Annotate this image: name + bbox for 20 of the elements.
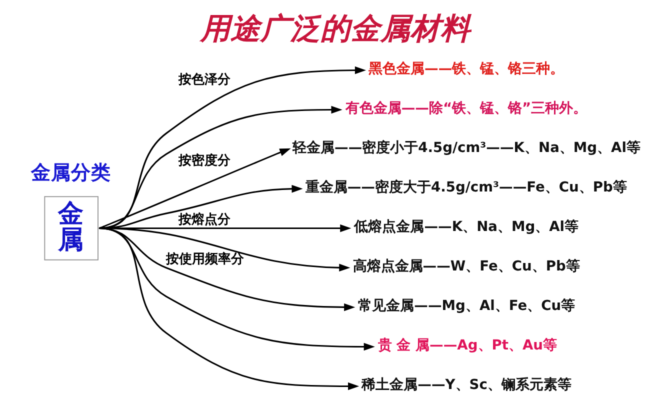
node-text: 常见金属——Mg、Al、Fe、Cu等 [358, 298, 575, 314]
node-text: 低熔点金属——K、Na、Mg、Al等 [354, 218, 578, 235]
arrow [98, 106, 342, 230]
node-text: 轻金属——密度小于4.5g/cm³——K、Na、Mg、Al等 [292, 140, 640, 156]
edge-label: 按密度分 [178, 153, 230, 168]
edge-label: 按色泽分 [178, 72, 230, 88]
node-text: 有色金属——除“铁、锰、铬”三种外。 [344, 100, 587, 116]
node-text: 稀土金属——Y、Sc、镧系元素等 [361, 376, 571, 393]
node-text: 黑色金属——铁、锰、铬三种。 [368, 60, 564, 77]
node-text: 重金属——密度大于4.5g/cm³——Fe、Cu、Pb等 [304, 179, 626, 196]
node-text: 高熔点金属——W、Fe、Cu、Pb等 [352, 258, 580, 274]
arrow [98, 227, 359, 390]
label: 金属分类 [30, 160, 110, 184]
node-text: 贵 金 属——Ag、Pt、Au等 [377, 337, 557, 354]
arrow [98, 66, 366, 230]
edge-label: 按使用频率分 [166, 252, 244, 268]
arrow [98, 148, 290, 229]
edge-label: 按熔点分 [178, 212, 230, 228]
node-box: 金属 [44, 196, 98, 260]
diagram-title: 用途广泛的金属材料 [200, 12, 470, 46]
